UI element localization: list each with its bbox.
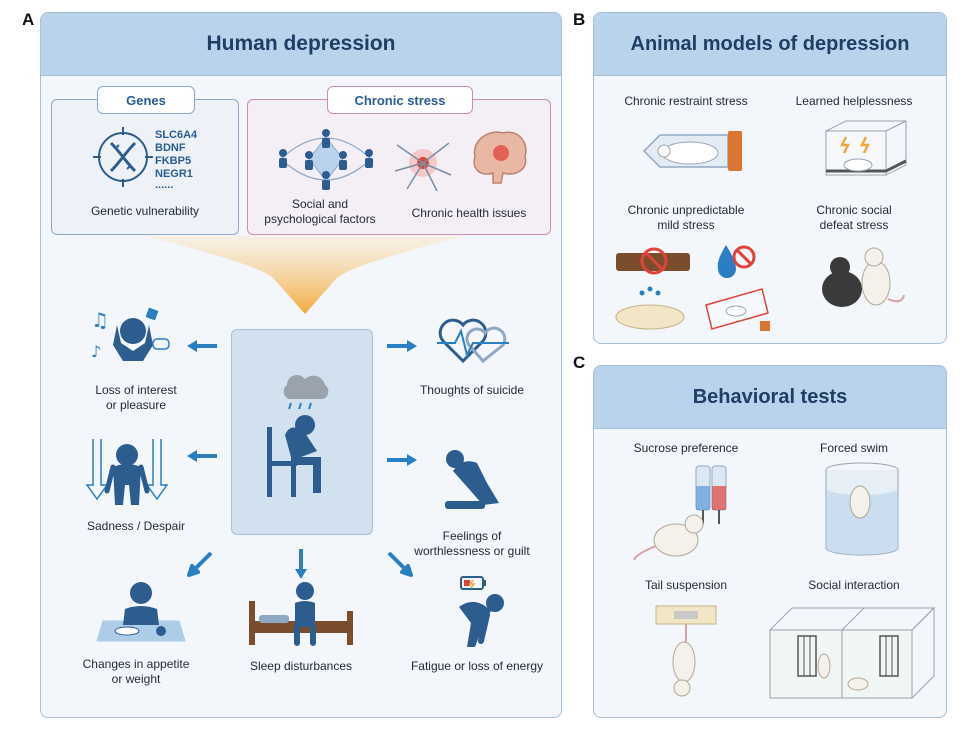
- animal-models-title: Animal models of depression: [594, 13, 946, 76]
- social-arena-icon: [768, 606, 936, 699]
- neuron-icon: [394, 142, 452, 192]
- svg-text:♪: ♪: [91, 342, 101, 361]
- sucrose-bottles-icon: [633, 465, 727, 561]
- gene-more: ......: [155, 179, 174, 191]
- swim-cylinder-icon: [825, 462, 899, 556]
- human-depression-panel: Human depression Genes SLC6A4 BDNF FKBP5…: [40, 12, 562, 718]
- gene-slc6a4: SLC6A4: [155, 129, 198, 141]
- arrow-to-sadness: [187, 450, 217, 462]
- suicide-label: Thoughts of suicide: [419, 383, 525, 397]
- funnel-arrow: [145, 236, 465, 314]
- forced-swim-label: Forced swim: [819, 441, 888, 455]
- sleep-label: Sleep disturbances: [249, 659, 353, 673]
- social-factors-label: Social and psychological factors: [255, 197, 385, 227]
- social-network-icon: [279, 129, 373, 190]
- fatigue-icon: [459, 576, 504, 647]
- social-factors-line-1: Social and: [291, 197, 349, 211]
- cums-line-2: mild stress: [657, 218, 715, 232]
- loss-interest-line-2: or pleasure: [105, 398, 167, 412]
- social-defeat-line-2: defeat stress: [819, 218, 889, 232]
- social-factors-line-2: psychological factors: [264, 212, 376, 226]
- worthlessness-line-1: Feelings of: [442, 529, 502, 543]
- learned-helplessness-label: Learned helplessness: [795, 94, 913, 108]
- appetite-line-1: Changes in appetite: [82, 657, 190, 671]
- brain-icon: [473, 131, 527, 184]
- social-defeat-line-1: Chronic social: [816, 203, 892, 217]
- tail-suspension-icon: [655, 605, 717, 697]
- kneeling-person-icon: [445, 450, 499, 509]
- loss-interest-icon: ♫ ♪: [91, 307, 170, 361]
- arrow-to-worthlessness: [387, 454, 417, 466]
- defeat-mice-icon: [822, 247, 905, 307]
- fatigue-label: Fatigue or loss of energy: [410, 659, 544, 673]
- gene-fkbp5: FKBP5: [155, 155, 192, 167]
- behavioral-tests-panel: Behavioral tests Sucrose preference Forc…: [593, 365, 947, 718]
- arrow-to-sleep: [295, 549, 307, 579]
- gene-negr1: NEGR1: [155, 168, 193, 180]
- behavioral-tests-title: Behavioral tests: [594, 366, 946, 429]
- restraint-tube-icon: [642, 131, 742, 171]
- tail-suspension-label: Tail suspension: [644, 578, 728, 592]
- chronic-stress-tab: Chronic stress: [327, 86, 473, 114]
- panel-label-a: A: [22, 10, 35, 29]
- health-issues-label: Chronic health issues: [411, 206, 527, 220]
- restraint-stress-label: Chronic restraint stress: [624, 94, 748, 108]
- genes-tab: Genes: [97, 86, 195, 114]
- social-interaction-label: Social interaction: [808, 578, 900, 592]
- depressed-person-icon: [267, 375, 329, 497]
- dna-icon: [93, 127, 153, 187]
- genetic-vulnerability-label: Genetic vulnerability: [90, 204, 200, 218]
- worthlessness-label: Feelings of worthlessness or guilt: [397, 529, 547, 559]
- panel-label-b: B: [573, 10, 586, 29]
- panel-label-c: C: [573, 353, 586, 372]
- appetite-icon: [96, 582, 186, 642]
- appetite-line-2: or weight: [111, 672, 161, 686]
- cums-label: Chronic unpredictable mild stress: [602, 203, 770, 233]
- animal-models-panel: Animal models of depression Chronic rest…: [593, 12, 947, 344]
- arrow-to-fatigue: [387, 551, 413, 577]
- mild-stress-icons: [615, 245, 770, 331]
- worthlessness-line-2: worthlessness or guilt: [414, 544, 530, 558]
- appetite-label: Changes in appetite or weight: [61, 657, 211, 687]
- human-depression-title: Human depression: [41, 13, 561, 76]
- cums-line-1: Chronic unpredictable: [627, 203, 745, 217]
- loss-interest-label: Loss of interest or pleasure: [61, 383, 211, 413]
- arrow-to-suicide: [387, 340, 417, 352]
- social-defeat-label: Chronic social defeat stress: [770, 203, 938, 233]
- heartbeat-icon: [437, 318, 509, 364]
- arrow-to-loss-interest: [187, 340, 217, 352]
- svg-text:♫: ♫: [91, 308, 109, 332]
- arrow-to-appetite: [187, 551, 213, 577]
- sleep-bed-icon: [249, 582, 353, 646]
- gene-bdnf: BDNF: [155, 142, 186, 154]
- sucrose-preference-label: Sucrose preference: [633, 441, 739, 455]
- sadness-label: Sadness / Despair: [86, 519, 186, 533]
- loss-interest-line-1: Loss of interest: [95, 383, 177, 397]
- shock-box-icon: [825, 120, 907, 176]
- sadness-icon: [85, 439, 169, 505]
